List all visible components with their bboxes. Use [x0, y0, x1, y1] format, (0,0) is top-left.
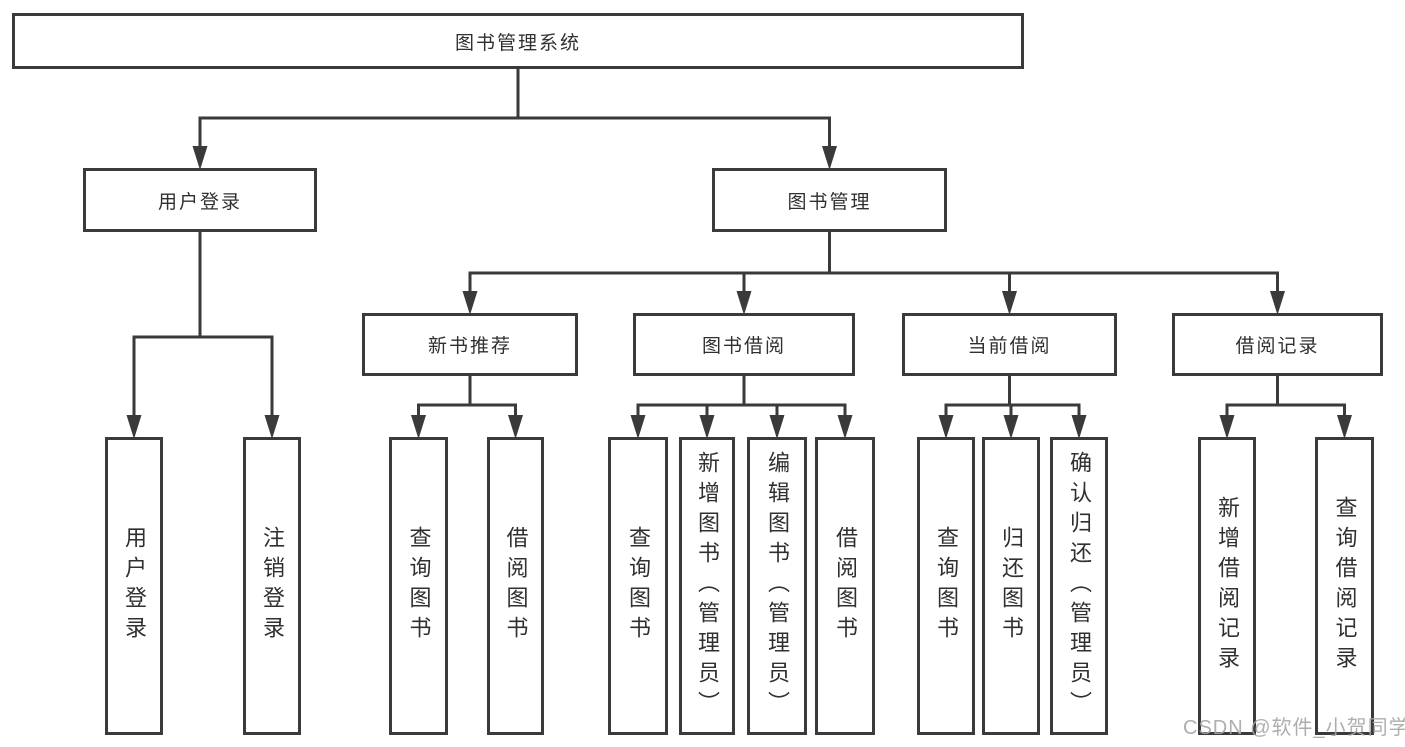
node-label-confirm-return: 确认归还（管理员） — [1067, 451, 1092, 721]
arrowhead — [822, 146, 837, 170]
node-user-login: 用户登录 — [83, 168, 317, 232]
node-label-book-mgmt: 图书管理 — [787, 191, 872, 213]
arrowhead — [837, 415, 853, 439]
node-return-books: 归还图书 — [982, 437, 1040, 735]
arrowhead — [508, 415, 523, 439]
node-label-query-borrow-record: 查询借阅记录 — [1332, 496, 1358, 676]
node-label-query-books-current: 查询图书 — [934, 526, 959, 646]
arrowhead — [1071, 415, 1087, 439]
node-query-borrow-record: 查询借阅记录 — [1315, 437, 1374, 735]
arrowhead — [769, 415, 785, 439]
arrowhead — [411, 415, 426, 439]
node-label-current-borrow: 当前借阅 — [967, 336, 1052, 357]
node-edit-books: 编辑图书（管理员） — [747, 437, 807, 735]
arrowhead — [699, 415, 715, 439]
node-new-book-rec: 新书推荐 — [362, 313, 578, 376]
arrowhead — [126, 415, 142, 439]
arrowhead — [938, 415, 954, 439]
node-label-borrow-records: 借阅记录 — [1235, 336, 1320, 357]
node-borrow-books-borrow: 借阅图书 — [815, 437, 875, 735]
node-book-mgmt: 图书管理 — [712, 168, 947, 232]
node-label-query-books-rec: 查询图书 — [406, 526, 432, 646]
arrowhead — [192, 146, 208, 170]
node-current-borrow: 当前借阅 — [902, 313, 1117, 376]
arrowhead — [1337, 415, 1352, 439]
node-label-new-book-rec: 新书推荐 — [427, 336, 512, 357]
node-query-books-current: 查询图书 — [917, 437, 975, 735]
node-root: 图书管理系统 — [12, 13, 1024, 69]
arrowhead — [1219, 415, 1235, 439]
arrowhead — [630, 415, 646, 439]
node-label-query-books-borrow: 查询图书 — [626, 526, 651, 646]
node-query-books-rec: 查询图书 — [389, 437, 448, 735]
node-label-add-borrow-record: 新增借阅记录 — [1215, 496, 1240, 676]
arrowhead — [264, 415, 280, 439]
node-add-books: 新增图书（管理员） — [679, 437, 735, 735]
arrowhead — [736, 291, 752, 315]
node-label-return-books: 归还图书 — [999, 526, 1024, 646]
node-logout-leaf: 注销登录 — [243, 437, 301, 735]
node-confirm-return: 确认归还（管理员） — [1050, 437, 1108, 735]
node-label-borrow-books-borrow: 借阅图书 — [833, 526, 858, 646]
node-label-user-login: 用户登录 — [157, 191, 242, 213]
node-label-user-login-leaf: 用户登录 — [122, 526, 147, 646]
node-label-logout-leaf: 注销登录 — [260, 526, 285, 646]
node-user-login-leaf: 用户登录 — [105, 437, 163, 735]
node-label-root: 图书管理系统 — [454, 32, 581, 54]
arrowhead — [462, 291, 478, 315]
node-label-edit-books: 编辑图书（管理员） — [765, 451, 790, 721]
node-label-add-books: 新增图书（管理员） — [695, 451, 720, 721]
node-borrow-books-rec: 借阅图书 — [487, 437, 544, 735]
node-query-books-borrow: 查询图书 — [608, 437, 668, 735]
arrowhead — [1270, 291, 1285, 315]
node-add-borrow-record: 新增借阅记录 — [1198, 437, 1256, 735]
node-borrow-records: 借阅记录 — [1172, 313, 1383, 376]
node-label-book-borrow: 图书借阅 — [701, 336, 786, 357]
node-book-borrow: 图书借阅 — [633, 313, 855, 376]
arrowhead — [1003, 415, 1019, 439]
node-label-borrow-books-rec: 借阅图书 — [503, 526, 529, 646]
arrowhead — [1002, 291, 1017, 315]
